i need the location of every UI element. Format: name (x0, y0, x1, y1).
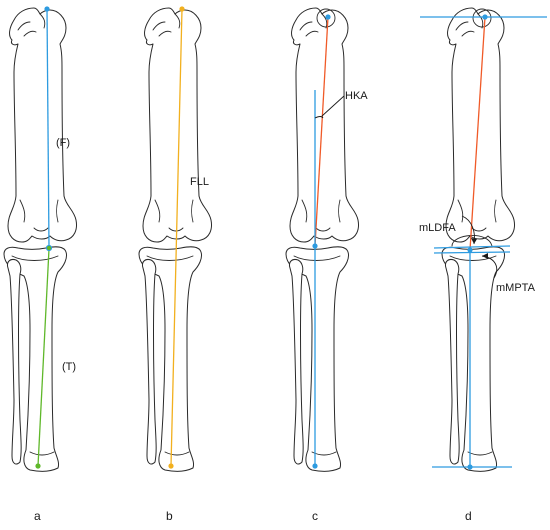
hka-label: HKA (345, 90, 368, 102)
knee-center-point-d (467, 247, 473, 253)
panel-caption-b: b (166, 509, 173, 523)
leg-skeleton-c (285, 7, 360, 472)
panel-c: HKA c (285, 7, 368, 523)
femoral-mechanical-axis-d (469, 16, 486, 251)
tibial-mechanical-axis-a (37, 248, 50, 467)
panel-b: FLL b (138, 6, 213, 523)
load-line-label: FLL (190, 176, 209, 188)
femoral-head-outline-d (472, 8, 492, 28)
mldfa-arrowhead (471, 238, 477, 244)
leg-skeleton-b (138, 7, 213, 472)
hip-center-point-c (325, 14, 331, 20)
hip-center-point-a (44, 6, 50, 12)
load-line-b (170, 8, 183, 467)
knee-center-point-a (45, 244, 53, 252)
leg-skeleton-a (3, 7, 78, 472)
femoral-mechanical-axis-c (314, 16, 329, 247)
hip-center-point-d (482, 14, 488, 20)
hip-center-point-b (179, 6, 185, 12)
panel-caption-a: a (34, 509, 41, 523)
ankle-center-point-a (35, 463, 41, 469)
mmpta-label: mMPTA (496, 282, 536, 294)
hka-angle-arc (314, 116, 324, 119)
femoral-head-outline-c (316, 8, 336, 28)
ankle-center-point-c (312, 463, 318, 469)
panel-caption-d: d (465, 509, 472, 523)
panel-a: (F) (T) a (3, 6, 78, 523)
tibial-joint-line-d (433, 251, 511, 254)
knee-center-point-c (312, 243, 318, 249)
femoral-mechanical-axis-a (46, 8, 50, 248)
ankle-center-point-d (467, 464, 473, 470)
femoral-joint-line-d (433, 245, 511, 249)
mmpta-arrowhead (482, 253, 488, 259)
hka-leader-line (321, 95, 345, 117)
panel-caption-c: c (312, 509, 318, 523)
mldfa-label: mLDFA (419, 222, 456, 234)
panel-d: mLDFA mMPTA d (419, 7, 547, 523)
ankle-center-point-b (168, 463, 174, 469)
tibia-label: (T) (62, 361, 76, 373)
femur-label: (F) (56, 137, 70, 149)
leg-skeleton-d (441, 7, 516, 472)
